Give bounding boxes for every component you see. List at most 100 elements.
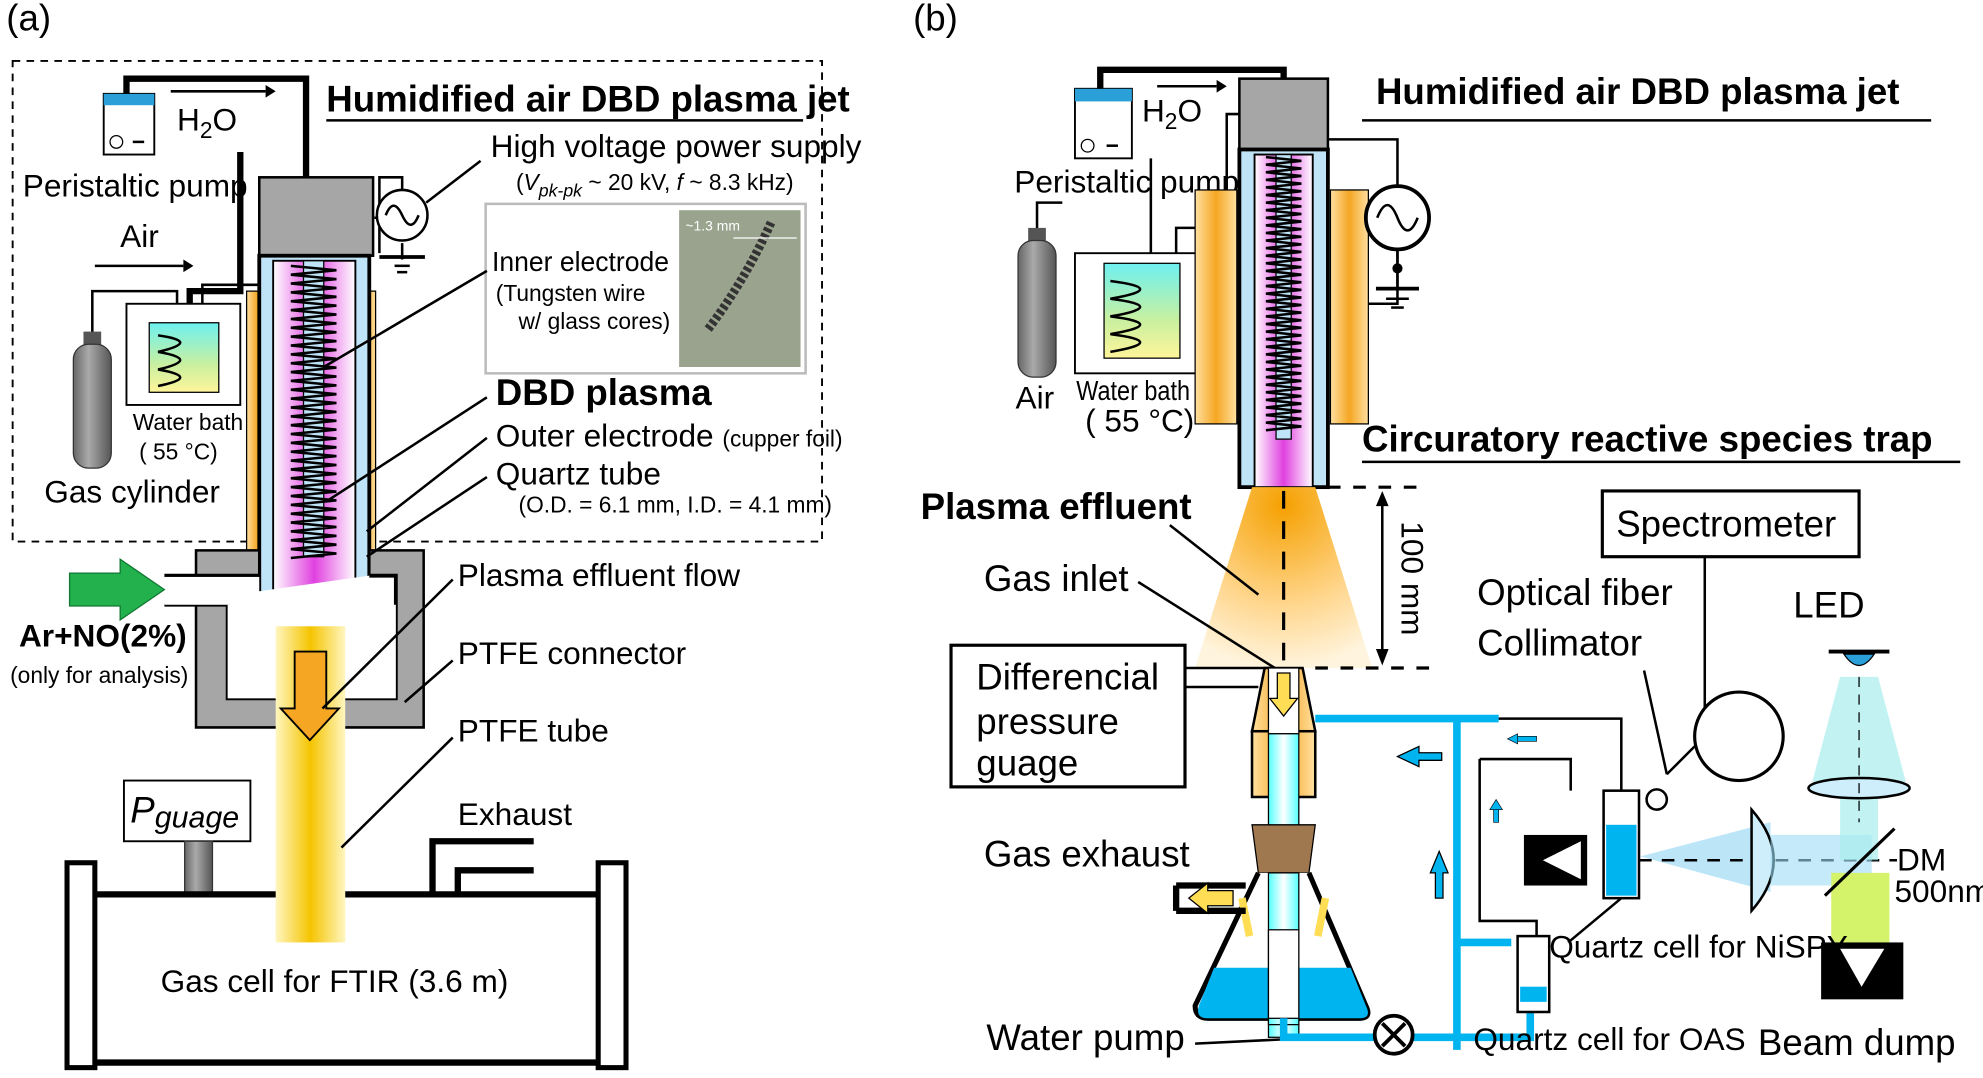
- hv-supply-label: High voltage power supply: [491, 128, 862, 164]
- optical-fiber-coil: [1693, 690, 1785, 783]
- gas-cap: [257, 176, 375, 257]
- leader-lines: [321, 578, 454, 849]
- led-label: LED: [1793, 584, 1864, 625]
- exhaust-pipe: [429, 838, 534, 892]
- exhaust-arrows: [1238, 897, 1330, 937]
- gas-cell-label: Gas cell for FTIR (3.6 m): [161, 963, 509, 999]
- water-bath-beaker: [1103, 262, 1181, 359]
- gas-cap: [1238, 77, 1330, 151]
- dump-cone: [1542, 841, 1581, 880]
- quartz-tube-label: Quartz tube: [496, 456, 661, 492]
- quartz-tube-detail: (O.D. = 6.1 mm, I.D. = 4.1 mm): [519, 491, 833, 517]
- pump-cross-icon: [1380, 1022, 1407, 1048]
- distance-markers: [1315, 485, 1430, 670]
- gas-exhaust-label: Gas exhaust: [984, 834, 1190, 875]
- plasma-effluent-label: Plasma effluent: [921, 486, 1192, 527]
- flow-arrow-icon: [1506, 733, 1537, 745]
- sine-wave-icon: [384, 204, 420, 226]
- leader-lines: [323, 269, 488, 558]
- peristaltic-pump-icon: [102, 92, 156, 156]
- hv-params-label: (Vpk-pk ~ 20 kV, f ~ 8.3 kHz): [516, 169, 794, 200]
- ar-no-label: Ar+NO(2%): [19, 617, 187, 653]
- pressure-gauge-label: Pguage: [130, 789, 239, 834]
- dm-wavelength-label: 500nm: [1894, 873, 1983, 909]
- inner-electrode-detail-2: w/ glass cores): [518, 308, 671, 334]
- collimator-label: Collimator: [1477, 622, 1642, 663]
- air-label: Air: [1016, 380, 1055, 416]
- outer-electrode-left: [1194, 189, 1238, 425]
- water-pump-label: Water pump: [986, 1017, 1184, 1058]
- panel-a-title: Humidified air DBD plasma jet: [326, 79, 849, 120]
- flow-arrow-icon: [1483, 938, 1493, 947]
- inner-electrode-label: Inner electrode: [492, 246, 669, 277]
- led-beam: [1812, 676, 1906, 782]
- beam-dump-label: Beam dump: [1758, 1022, 1956, 1063]
- gas-cell-body: [94, 891, 627, 1066]
- panel-a: (a) Humidified air DBD plasma jet Perist…: [6, 0, 862, 1071]
- exhaust-arrow-icon: [1187, 881, 1234, 915]
- water-bath-label: Water bath: [133, 409, 243, 435]
- led-icon: [1842, 653, 1876, 667]
- plasma-jet-boundary: [11, 60, 823, 543]
- exhaust-label: Exhaust: [458, 796, 572, 832]
- cell-nispy-label: Quartz cell for NiSPY: [1549, 929, 1848, 965]
- flow-arrow-icon: [1395, 745, 1443, 768]
- collimator-icon: [1645, 788, 1669, 811]
- inner-electrode-detail-1: (Tungsten wire: [496, 280, 646, 306]
- arrow-head: [183, 259, 194, 273]
- water-temp-label: ( 55 °C): [139, 438, 218, 464]
- cell-liquid: [1520, 986, 1547, 1002]
- connector-inlet: [164, 576, 260, 605]
- water-temp-label: ( 55 °C): [1085, 403, 1194, 439]
- water-bath-beaker: [148, 322, 220, 393]
- flow-arrow-icon: [1489, 798, 1503, 823]
- flow-arrow-icon: [278, 650, 342, 742]
- arrow-head: [1216, 79, 1227, 93]
- gauge-line: [1184, 666, 1273, 689]
- water-line: [123, 75, 310, 178]
- dp-gauge-label-1: Differencial: [976, 656, 1159, 697]
- gas-cell-flange-right: [595, 860, 629, 1071]
- ptfe-tube-label: PTFE tube: [458, 712, 609, 748]
- distance-label: 100 mm: [1394, 521, 1430, 635]
- dp-gauge-label-3: guage: [976, 742, 1078, 783]
- air-cylinder-icon: [1017, 227, 1057, 378]
- cell-oas-label: Quartz cell for OAS: [1473, 1021, 1745, 1057]
- photo-wire: [704, 219, 776, 332]
- spectrometer-label: Spectrometer: [1616, 503, 1836, 544]
- water-line: [1097, 66, 1287, 89]
- ar-no-note: (only for analysis): [10, 662, 188, 688]
- water-bath-label: Water bath: [1076, 375, 1190, 406]
- gas-cylinder-label: Gas cylinder: [44, 473, 220, 509]
- ground-icon: [379, 255, 425, 274]
- panel-a-tag: (a): [6, 0, 51, 39]
- plasma-effluent-flow-label: Plasma effluent flow: [458, 557, 740, 593]
- ground-icon: [1375, 249, 1419, 309]
- flask-neck: [1251, 824, 1316, 874]
- optical-fiber-label: Optical fiber: [1477, 572, 1673, 613]
- leader-lines: [1137, 524, 1276, 670]
- fiber: [1665, 745, 1696, 776]
- outer-electrode-right: [1329, 189, 1370, 425]
- air-label: Air: [120, 218, 159, 254]
- panel-b-title: Humidified air DBD plasma jet: [1376, 71, 1899, 112]
- photo-scale-label: ~1.3 mm: [685, 217, 739, 233]
- panel-b-tag: (b): [913, 0, 958, 39]
- inner-electrode-coil: [290, 264, 337, 560]
- peristaltic-pump-label: Peristaltic pump: [23, 167, 248, 203]
- dm-label: DM: [1897, 841, 1946, 877]
- flow-arrow-icon: [1268, 672, 1299, 718]
- h2o-label: H2O: [1142, 93, 1202, 135]
- gas-inlet-arrow-icon: [68, 558, 166, 622]
- arrow-head: [265, 84, 276, 98]
- cell-liquid: [1606, 824, 1637, 896]
- leader-line: [1567, 897, 1623, 944]
- gas-cell-flange-left: [64, 860, 98, 1071]
- tube-tip: [1267, 929, 1300, 1019]
- water-circulation-pipe: [1279, 714, 1535, 1050]
- outer-electrode-label: Outer electrode (cupper foil): [496, 418, 843, 454]
- h2o-label: H2O: [177, 102, 237, 144]
- sine-wave-icon: [1376, 203, 1419, 232]
- spectrometer-box: [1600, 489, 1861, 559]
